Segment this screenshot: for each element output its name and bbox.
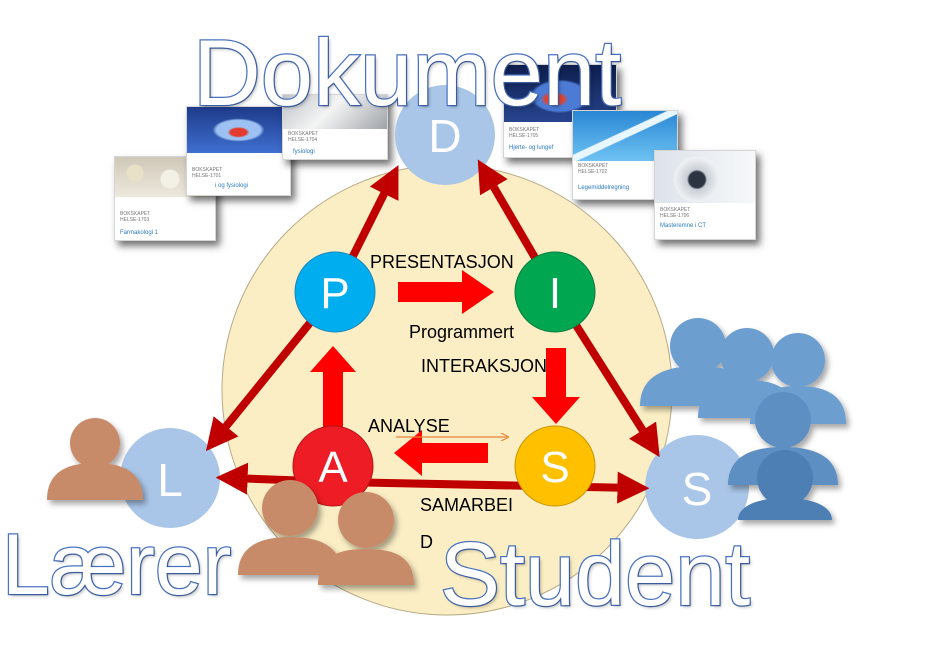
ct-scanner-image xyxy=(655,151,755,203)
node-l-letter: L xyxy=(157,454,183,506)
title-laerer: Lærer xyxy=(1,517,233,613)
teacher-person-icon xyxy=(47,418,143,500)
node-p-letter: P xyxy=(320,269,349,318)
card-meta-1: BOKSKAPET xyxy=(578,163,609,169)
node-d-circle xyxy=(395,85,495,185)
node-i-circle xyxy=(514,251,596,333)
node-s-inner-circle xyxy=(514,425,596,507)
card-title[interactable]: fysiologi xyxy=(293,149,315,155)
card-title[interactable]: i og fysiologi xyxy=(215,183,249,189)
label-analyse: ANALYSE xyxy=(368,416,450,436)
block-arrow-a-to-p xyxy=(310,346,356,428)
card-meta-2: HELSE-1703 xyxy=(120,217,150,223)
label-samarbeid-line1: SAMARBEI xyxy=(420,495,514,515)
block-arrow-i-to-s xyxy=(532,348,580,424)
card-title[interactable]: Masteremne i CT xyxy=(660,223,707,229)
node-a-circle xyxy=(292,425,374,507)
node-a-letter: A xyxy=(318,443,348,492)
card-meta-1: BOKSKAPET xyxy=(288,131,319,137)
card-meta-1: BOKSKAPET xyxy=(509,127,540,133)
card-meta-2: HELSE-1706 xyxy=(660,213,690,219)
label-programmert: Programmert xyxy=(409,322,515,342)
label-samarbeid-line2: D xyxy=(420,532,433,552)
card-meta-2: HELSE-1702 xyxy=(578,169,608,175)
node-s-student-letter: S xyxy=(682,463,713,515)
block-arrow-p-to-i xyxy=(398,270,494,314)
node-l-circle xyxy=(120,428,220,528)
title-dokument: Dokument xyxy=(192,20,623,125)
card-title[interactable]: Farmakologi 1 xyxy=(120,230,159,236)
node-i-letter: I xyxy=(549,269,561,318)
card-title[interactable]: Legemiddelregning xyxy=(578,185,630,191)
block-arrow-s-to-a xyxy=(394,430,488,476)
node-d-letter: D xyxy=(428,110,461,162)
card-meta-1: BOKSKAPET xyxy=(120,211,151,217)
label-interaksjon: INTERAKSJON xyxy=(421,356,548,376)
label-presentasjon: PRESENTASJON xyxy=(370,252,514,272)
card-meta-1: BOKSKAPET xyxy=(660,207,691,213)
node-s-student-circle xyxy=(645,435,749,539)
teacher-group-icon xyxy=(238,480,414,585)
anatomy-image xyxy=(187,107,290,153)
node-p-circle xyxy=(294,251,376,333)
card-meta-2: HELSE-1705 xyxy=(509,133,539,139)
card-meta-2: HELSE-1704 xyxy=(288,137,318,143)
student-group-icon xyxy=(640,318,846,520)
card-meta-1: BOKSKAPET xyxy=(192,167,223,173)
card-meta-2: HELSE-1701 xyxy=(192,173,222,179)
title-student: Student xyxy=(439,525,752,625)
monitor-image xyxy=(283,95,387,129)
card-title[interactable]: Hjerte- og lungef xyxy=(509,145,554,151)
node-s-inner-letter: S xyxy=(540,443,569,492)
